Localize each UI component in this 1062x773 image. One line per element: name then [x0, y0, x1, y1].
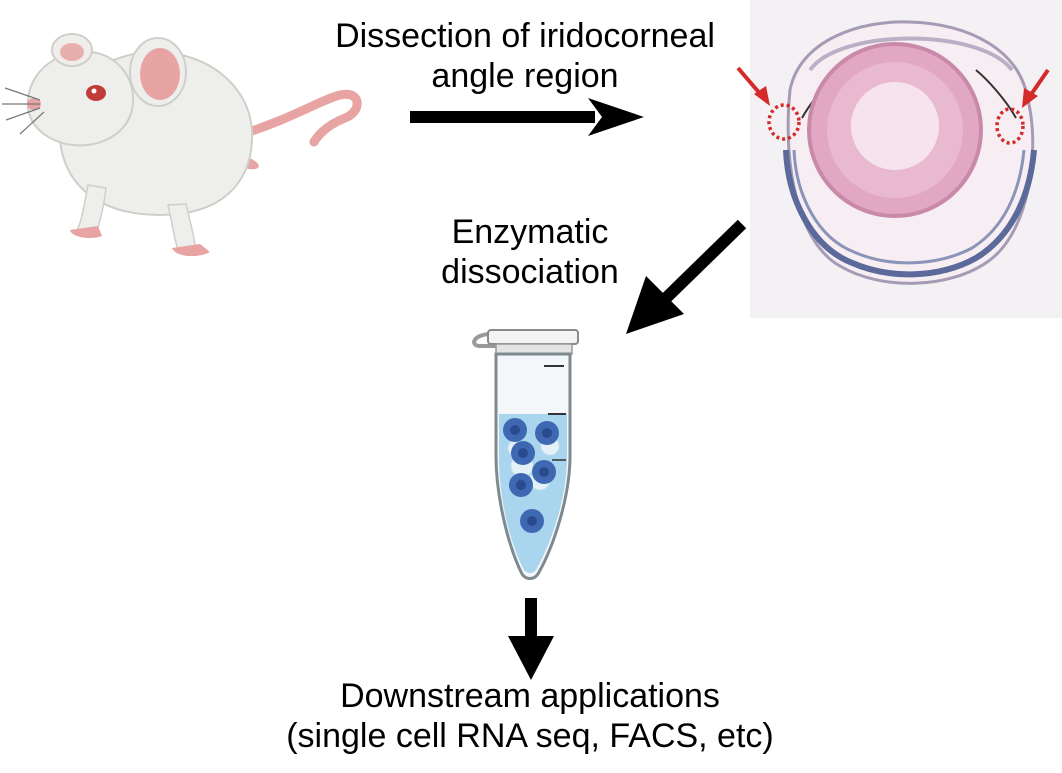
enzymatic-label-line2: dissociation: [441, 253, 619, 291]
enzymatic-label: Enzymatic dissociation: [410, 212, 650, 292]
dissection-label-line2: angle region: [431, 57, 619, 95]
dissection-label: Dissection of iridocorneal angle region: [305, 16, 745, 96]
eye-section-image: [736, 0, 1062, 318]
mouse-illustration: [2, 33, 362, 257]
cell-icon: [503, 418, 559, 533]
arrow-to-eye-section: [410, 98, 644, 136]
enzymatic-label-line1: Enzymatic: [451, 213, 609, 251]
microcentrifuge-tube-icon: [472, 329, 579, 580]
downstream-label-line1: Downstream applications: [340, 677, 720, 715]
dissection-label-line1: Dissection of iridocorneal: [335, 17, 715, 55]
arrow-to-downstream: [508, 598, 554, 680]
arrow-to-tube: [626, 219, 747, 334]
downstream-label-line2: (single cell RNA seq, FACS, etc): [286, 717, 774, 755]
downstream-label: Downstream applications (single cell RNA…: [240, 676, 820, 756]
